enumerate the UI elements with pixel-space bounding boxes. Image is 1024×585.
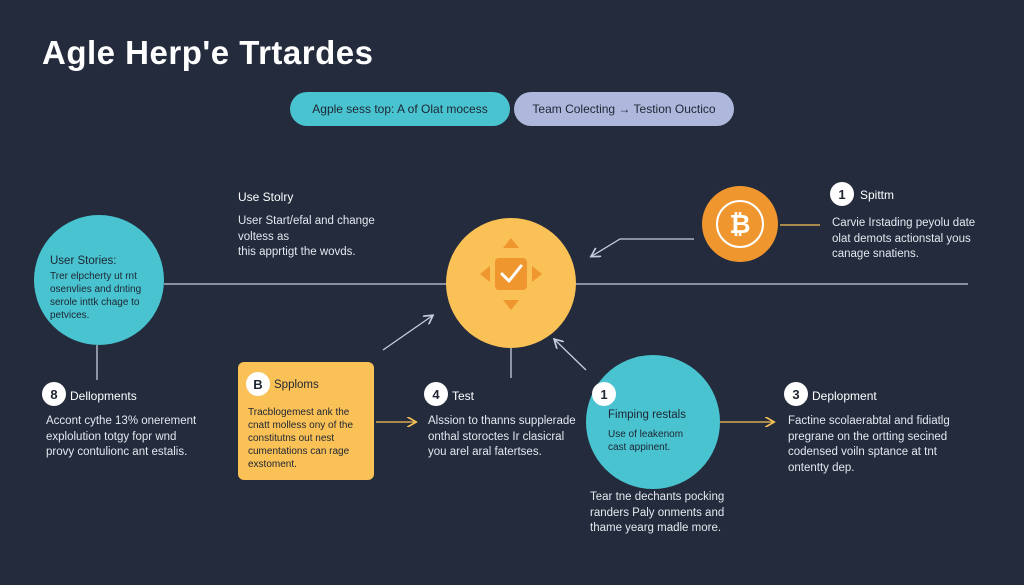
test-badge: 4 xyxy=(424,382,448,406)
bitcoin-arrow xyxy=(592,238,694,256)
user-stories-circle xyxy=(34,215,164,345)
spploms-heading: Spploms xyxy=(274,379,319,391)
spittm-badge: 1 xyxy=(830,182,854,206)
spittm-heading: Spittm xyxy=(860,188,895,202)
arrow-up-right xyxy=(555,340,587,371)
test-text: Alssion to thanns supplerade onthal stor… xyxy=(428,415,576,459)
checkmark-box-icon xyxy=(480,238,542,310)
fimping-badge: 1 xyxy=(592,382,616,406)
user-stories-heading: User Stories: xyxy=(50,255,117,267)
test-heading: Test xyxy=(452,389,475,403)
tear-note-text: Tear tne dechants pocking randers Paly o… xyxy=(590,491,725,535)
user-story-heading: Use Stolry xyxy=(238,190,294,204)
spploms-text: Tracblogemest ank the cnatt molless ony … xyxy=(248,407,354,470)
deployment-heading: Deplopment xyxy=(812,389,877,403)
deployment-text: Factine scolaerabtal and fidiatlg pregra… xyxy=(788,415,950,474)
page-title: Agle Herp'e Trtardes xyxy=(42,34,374,71)
pill-agile-process[interactable]: Agple sess top: A of Olat mocess xyxy=(290,92,510,126)
user-story-text: User Start/efal and change voltess as th… xyxy=(238,215,375,259)
dellopments-text: Accont cythe 13% onerement explolution t… xyxy=(46,415,197,459)
user-stories-text: Trer elpcherty ut rnt osenvlies and dnti… xyxy=(50,271,142,321)
dellopments-heading: Dellopments xyxy=(70,389,137,403)
arrow-up-left xyxy=(382,316,432,351)
fimping-circle xyxy=(586,355,720,489)
fimping-text: Use of leakenom cast appinent. xyxy=(608,429,684,453)
bitcoin-icon: ₿ xyxy=(716,200,764,248)
dellopments-badge: 8 xyxy=(42,382,66,406)
fimping-heading: Fimping restals xyxy=(608,409,686,421)
svg-text:₿: ₿ xyxy=(729,210,750,240)
deployment-badge: 3 xyxy=(784,382,808,406)
spittm-text: Carvie Irstading peyolu date olat demots… xyxy=(832,217,976,261)
pill-team-collecting[interactable]: Team Colecting → Testion Ouctico xyxy=(514,92,734,126)
spploms-badge: B xyxy=(246,372,270,396)
